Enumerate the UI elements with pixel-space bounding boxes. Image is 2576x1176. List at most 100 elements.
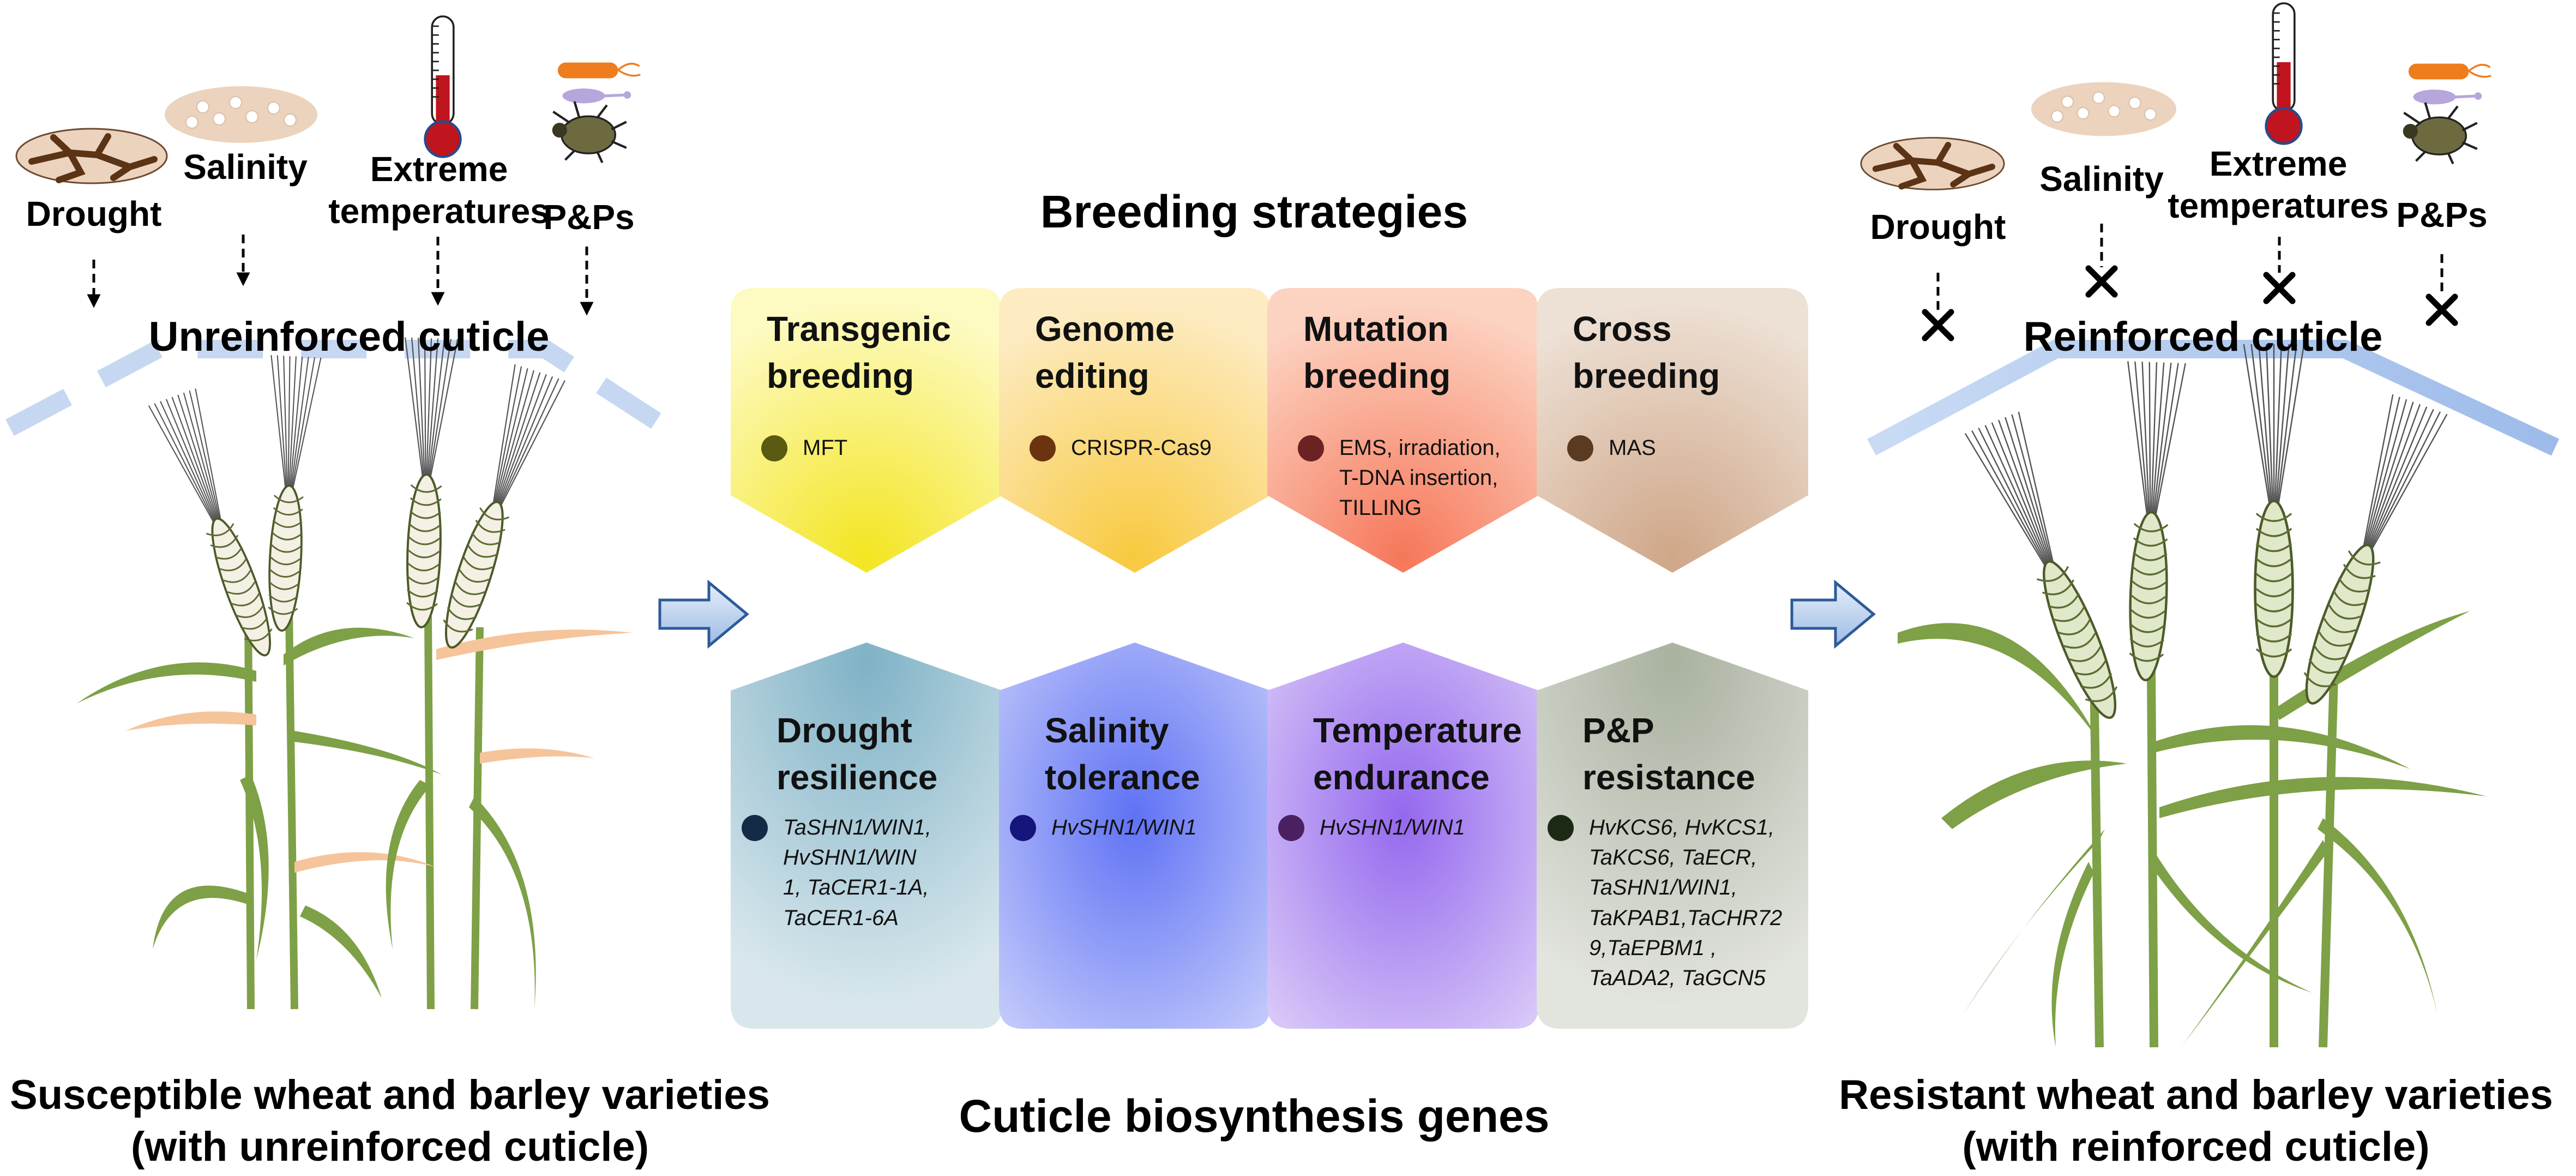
strategy-card-bg xyxy=(1267,288,1539,573)
strategy-card-item-text: EMS, irradiation, T-DNA insertion, TILLI… xyxy=(1339,436,1501,520)
strategy-card-title: Genome editing xyxy=(1035,309,1175,396)
bullet-dot xyxy=(1278,815,1304,841)
strategy-card-item-text: MFT xyxy=(803,436,848,460)
right-stress-temperature-text: Extreme temperatures xyxy=(2168,144,2389,225)
leaf xyxy=(469,796,536,1009)
susceptible-plants xyxy=(76,337,633,1010)
trait-card-title: Drought resilience xyxy=(777,711,938,797)
leaf xyxy=(294,852,436,873)
left-stress-drought: Drought xyxy=(26,194,162,233)
left-caption-line-2: (with unreinforced cuticle) xyxy=(130,1124,649,1170)
trait-card-bg xyxy=(1537,643,1808,1029)
right-cuticle-label: Reinforced cuticle xyxy=(2023,314,2383,360)
strategy-card-bg xyxy=(731,288,1002,573)
trait-card-genes-text: TaSHN1/WIN1, HvSHN1/WIN 1, TaCER1-1A, Ta… xyxy=(783,815,931,930)
bullet-dot xyxy=(761,435,787,461)
flow-arrow-left xyxy=(658,579,749,649)
strategy-card-bg xyxy=(1537,288,1808,573)
trait-card-genes-text: HvSHN1/WIN1 xyxy=(1051,815,1197,839)
trait-card-bg xyxy=(1267,643,1539,1029)
left-stress-temperature-text: Extreme temperatures xyxy=(328,149,550,231)
dashed-cuticle xyxy=(5,340,672,436)
leaf xyxy=(240,775,269,960)
cuticle-genes-title: Cuticle biosynthesis genes xyxy=(959,1090,1550,1142)
wheat-spike-icon xyxy=(2127,361,2186,682)
left-caption: Susceptible wheat and barley varieties (… xyxy=(0,1069,780,1173)
wheat-spike-icon xyxy=(2243,344,2305,678)
leaf xyxy=(1963,829,2105,1015)
breeding-strategy-cards xyxy=(731,288,1808,573)
cross-mark-icons xyxy=(1922,265,2458,341)
leaf xyxy=(153,885,251,949)
bullet-dot xyxy=(1567,435,1593,461)
bullet-dot xyxy=(1030,435,1056,461)
right-stress-temperature: Extreme temperatures xyxy=(2158,143,2398,227)
trait-card-title: Salinity tolerance xyxy=(1045,711,1200,797)
strategy-card-item: EMS, irradiation, T-DNA insertion, TILLI… xyxy=(1298,433,1501,524)
strategy-card-item-text: MAS xyxy=(1609,436,1656,460)
reinforced-cuticle-line xyxy=(1867,340,2560,456)
left-stress-temperature: Extreme temperatures xyxy=(314,148,564,232)
bullet-dot xyxy=(742,815,768,841)
wheat-spike-icon xyxy=(268,355,322,632)
trait-card-genes: TaSHN1/WIN1, HvSHN1/WIN 1, TaCER1-1A, Ta… xyxy=(742,813,931,933)
leaf xyxy=(2274,611,2470,720)
left-cuticle-label: Unreinforced cuticle xyxy=(148,314,550,360)
trait-card-bg xyxy=(731,643,1002,1029)
strategy-card-item-text: CRISPR-Cas9 xyxy=(1071,436,1212,460)
salt-dish-icon xyxy=(165,86,317,143)
wheat-spike-icon xyxy=(405,337,459,628)
left-stress-pests: P&Ps xyxy=(543,197,635,237)
leaf xyxy=(2148,851,2312,993)
right-stress-salinity: Salinity xyxy=(2039,159,2164,199)
bullet-dot xyxy=(1298,435,1324,461)
cracked-soil-icon xyxy=(15,128,168,184)
bullet-dot xyxy=(1548,815,1574,841)
pest-icon xyxy=(2403,63,2491,165)
stress-arrows-left xyxy=(87,235,594,316)
stress-arrows-right xyxy=(1936,224,2443,311)
leaf xyxy=(1941,760,2127,829)
strategy-card-item: CRISPR-Cas9 xyxy=(1030,433,1212,463)
right-stress-pests: P&Ps xyxy=(2396,195,2488,235)
right-caption-line-1: Resistant wheat and barley varieties xyxy=(1839,1072,2553,1118)
leaf xyxy=(300,905,382,998)
leaf xyxy=(2154,725,2410,769)
wheat-spike-icon xyxy=(443,364,565,649)
leaf xyxy=(2051,862,2094,1047)
strategy-card-title: Cross breeding xyxy=(1573,309,1720,396)
strategy-card-title: Mutation breeding xyxy=(1303,309,1451,396)
cracked-soil-icon xyxy=(1860,137,2005,190)
leaf xyxy=(436,629,633,660)
strategy-card-item: MAS xyxy=(1567,433,1656,463)
leaf xyxy=(125,711,256,731)
strategy-card-item: MFT xyxy=(761,433,847,463)
leaf xyxy=(76,662,256,704)
right-caption: Resistant wheat and barley varieties (wi… xyxy=(1816,1069,2576,1173)
leaf xyxy=(480,748,594,764)
trait-cards xyxy=(731,643,1808,1029)
trait-card-title: P&P resistance xyxy=(1582,711,1755,797)
leaf xyxy=(294,731,442,775)
breeding-strategies-title: Breeding strategies xyxy=(1040,186,1468,237)
stress-icons-right xyxy=(1860,2,2491,190)
leaf xyxy=(2159,777,2487,818)
trait-card-genes: HvSHN1/WIN1 xyxy=(1010,813,1197,843)
leaf xyxy=(1898,623,2099,742)
flow-arrow-right xyxy=(1790,579,1876,649)
wheat-spike-icon xyxy=(2303,394,2448,705)
trait-card-genes: HvKCS6, HvKCS1, TaKCS6, TaECR, TaSHN1/WI… xyxy=(1548,813,1782,993)
pest-icon xyxy=(552,62,641,164)
bullet-dot xyxy=(1010,815,1036,841)
trait-card-genes-text: HvSHN1/WIN1 xyxy=(1320,815,1465,839)
unreinforced-cuticle-line xyxy=(5,340,672,436)
resistant-plants xyxy=(1898,344,2487,1048)
trait-card-bg xyxy=(999,643,1271,1029)
wheat-spike-icon xyxy=(148,388,273,657)
thermometer-icon xyxy=(424,15,462,158)
right-stress-drought: Drought xyxy=(1870,207,2006,247)
leaf xyxy=(2181,840,2328,1047)
stress-icons-left xyxy=(15,15,641,184)
trait-card-genes-text: HvKCS6, HvKCS1, TaKCS6, TaECR, TaSHN1/WI… xyxy=(1589,815,1783,990)
